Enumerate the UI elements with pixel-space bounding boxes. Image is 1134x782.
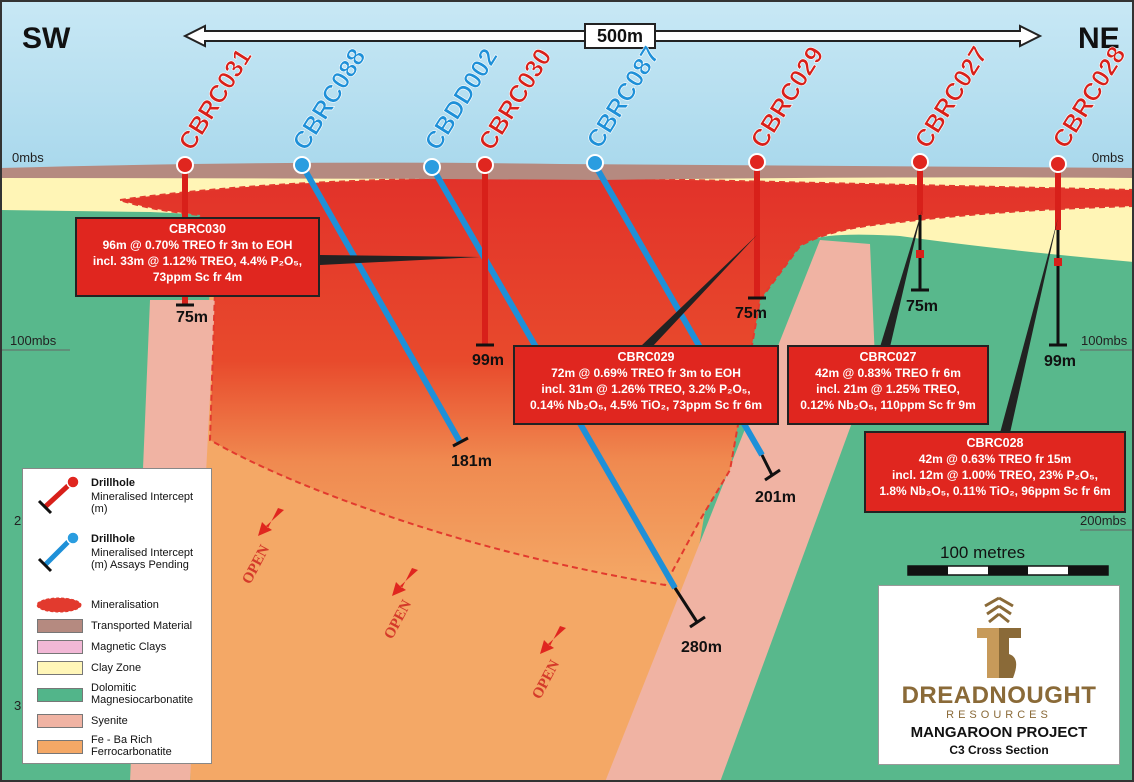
eoh-cbrc029: 75m [735, 305, 767, 322]
drillhole-cbrc028 [1049, 155, 1067, 347]
drillhole-cbrc030 [476, 156, 494, 347]
logo-tagline: RESOURCES [946, 709, 1052, 721]
intercept-line: 73ppm Sc fr 4m [152, 270, 243, 284]
open-arrow-3 [540, 626, 566, 654]
swatch-transported [37, 619, 83, 633]
legend-item-magnetic-clays: Magnetic Clays [23, 640, 211, 654]
swatch-dolomitic [37, 688, 83, 702]
legend-item-mineralisation: Mineralisation [23, 597, 211, 613]
legend: Drillhole Mineralised Intercept (m) Dril… [22, 468, 212, 764]
drillhole-red-icon [37, 475, 80, 515]
depth-label-mid-right: 100mbs [1081, 333, 1128, 348]
leader-cbrc027 [880, 210, 922, 347]
scale-bar-label: 100 metres [940, 543, 1026, 562]
swatch-magnetic-clays [37, 640, 83, 654]
intercept-box-cbrc028: CBRC028 42m @ 0.63% TREO fr 15m incl. 12… [864, 431, 1126, 513]
intercept-title: CBRC027 [859, 350, 917, 364]
depth-label-mid-left: 100mbs [10, 333, 57, 348]
intercept-line: incl. 21m @ 1.25% TREO, [816, 382, 960, 396]
legend-label: Transported Material [91, 620, 193, 632]
intercept-line: incl. 12m @ 1.00% TREO, 23% P₂O₅, [892, 468, 1098, 482]
depth-label-bottom-left: 3 [14, 698, 21, 713]
intercept-line: 0.14% Nb₂O₅, 4.5% TiO₂, 73ppm Sc fr 6m [529, 398, 763, 412]
intercept-line: incl. 31m @ 1.26% TREO, 3.2% P₂O₅, [541, 382, 751, 396]
intercept-line: 0.12% Nb₂O₅, 110ppm Sc fr 9m [800, 398, 976, 412]
scale-bar-100m [907, 565, 1109, 576]
logo-company-name: DREADNOUGHT [901, 682, 1097, 709]
intercept-box-cbrc029: CBRC029 72m @ 0.69% TREO fr 3m to EOH in… [513, 345, 779, 425]
leader-cbrc029 [640, 235, 757, 347]
intercept-title: CBRC029 [617, 350, 675, 364]
legend-label: Mineralisation [91, 599, 159, 611]
depth-label-top-left: 0mbs [12, 150, 44, 165]
eoh-cbrc031: 75m [176, 309, 208, 326]
legend-drillhole-blue-desc: Mineralised Intercept (m) Assays Pending [91, 547, 194, 571]
eoh-cbrc088: 181m [451, 453, 492, 470]
legend-label: Syenite [91, 715, 128, 727]
mineralisation-swatch [36, 597, 82, 613]
logo-project-title: MANGAROON PROJECT [910, 724, 1088, 741]
intercept-line: 42m @ 0.63% TREO fr 15m [918, 452, 1072, 466]
transported-material [0, 162, 1134, 180]
intercept-box-cbrc030: CBRC030 96m @ 0.70% TREO fr 3m to EOH in… [75, 217, 320, 297]
drillhole-cbrc088 [293, 156, 469, 448]
intercept-line: 42m @ 0.83% TREO fr 6m [815, 366, 961, 380]
legend-drillhole-blue: Drillhole Mineralised Intercept (m) Assa… [23, 531, 211, 581]
legend-drillhole-red: Drillhole Mineralised Intercept (m) [23, 475, 211, 515]
legend-item-clay-zone: Clay Zone [23, 661, 211, 675]
logo-section-title: C3 Cross Section [949, 743, 1049, 757]
eoh-cbdd002: 280m [681, 639, 722, 656]
drillhole-cbrc027 [911, 153, 929, 292]
depth-label-low-left: 2 [14, 513, 21, 528]
swatch-clay-zone [37, 661, 83, 675]
drillhole-cbrc029 [748, 153, 766, 300]
legend-item-dolomitic: Dolomitic Magnesiocarbonatite [23, 682, 211, 708]
depth-label-top-right: 0mbs [1092, 150, 1124, 165]
direction-sw: SW [22, 22, 71, 55]
open-arrow-2 [392, 568, 418, 596]
swatch-syenite [37, 714, 83, 728]
open-arrow-1 [258, 508, 284, 536]
scale-arrow-500m [182, 23, 1043, 49]
legend-item-syenite: Syenite [23, 714, 211, 728]
legend-item-ferrocarbonatite: Fe - Ba Rich Ferrocarbonatite [23, 734, 211, 760]
intercept-line: 72m @ 0.69% TREO fr 3m to EOH [551, 366, 741, 380]
swatch-ferrocarbonatite [37, 740, 83, 754]
intercept-line: incl. 33m @ 1.12% TREO, 4.4% P₂O₅, [92, 254, 303, 268]
intercept-box-cbrc027: CBRC027 42m @ 0.83% TREO fr 6m incl. 21m… [787, 345, 989, 425]
leader-cbrc028 [1000, 218, 1058, 433]
legend-label: Magnetic Clays [91, 641, 167, 653]
legend-label: Clay Zone [91, 662, 142, 674]
scale-500m-label: 500m [597, 26, 643, 46]
intercept-title: CBRC030 [169, 222, 226, 236]
sky-band [0, 0, 1134, 172]
legend-item-transported: Transported Material [23, 619, 211, 633]
leader-cbrc030 [320, 255, 480, 265]
legend-drillhole-blue-title: Drillhole [91, 533, 136, 545]
intercept-line: 1.8% Nb₂O₅, 0.11% TiO₂, 96ppm Sc fr 6m [879, 484, 1111, 498]
eoh-cbrc030: 99m [472, 352, 504, 369]
eoh-cbrc028: 99m [1044, 353, 1076, 370]
direction-ne: NE [1078, 22, 1120, 55]
intercept-line: 96m @ 0.70% TREO fr 3m to EOH [102, 238, 293, 252]
legend-label: Fe - Ba Rich Ferrocarbonatite [91, 734, 172, 758]
drillhole-blue-icon [37, 531, 80, 573]
eoh-cbrc027: 75m [906, 298, 938, 315]
depth-label-low-right: 200mbs [1080, 513, 1127, 528]
company-logo-panel: DREADNOUGHT RESOURCES MANGAROON PROJECT … [878, 585, 1120, 765]
legend-drillhole-red-desc: Mineralised Intercept (m) [91, 491, 194, 515]
legend-drillhole-red-title: Drillhole [91, 477, 136, 489]
intercept-title: CBRC028 [966, 436, 1024, 450]
dreadnought-emblem-icon [977, 596, 1021, 678]
eoh-cbrc087: 201m [755, 489, 796, 506]
legend-label: Dolomitic Magnesiocarbonatite [91, 682, 194, 706]
